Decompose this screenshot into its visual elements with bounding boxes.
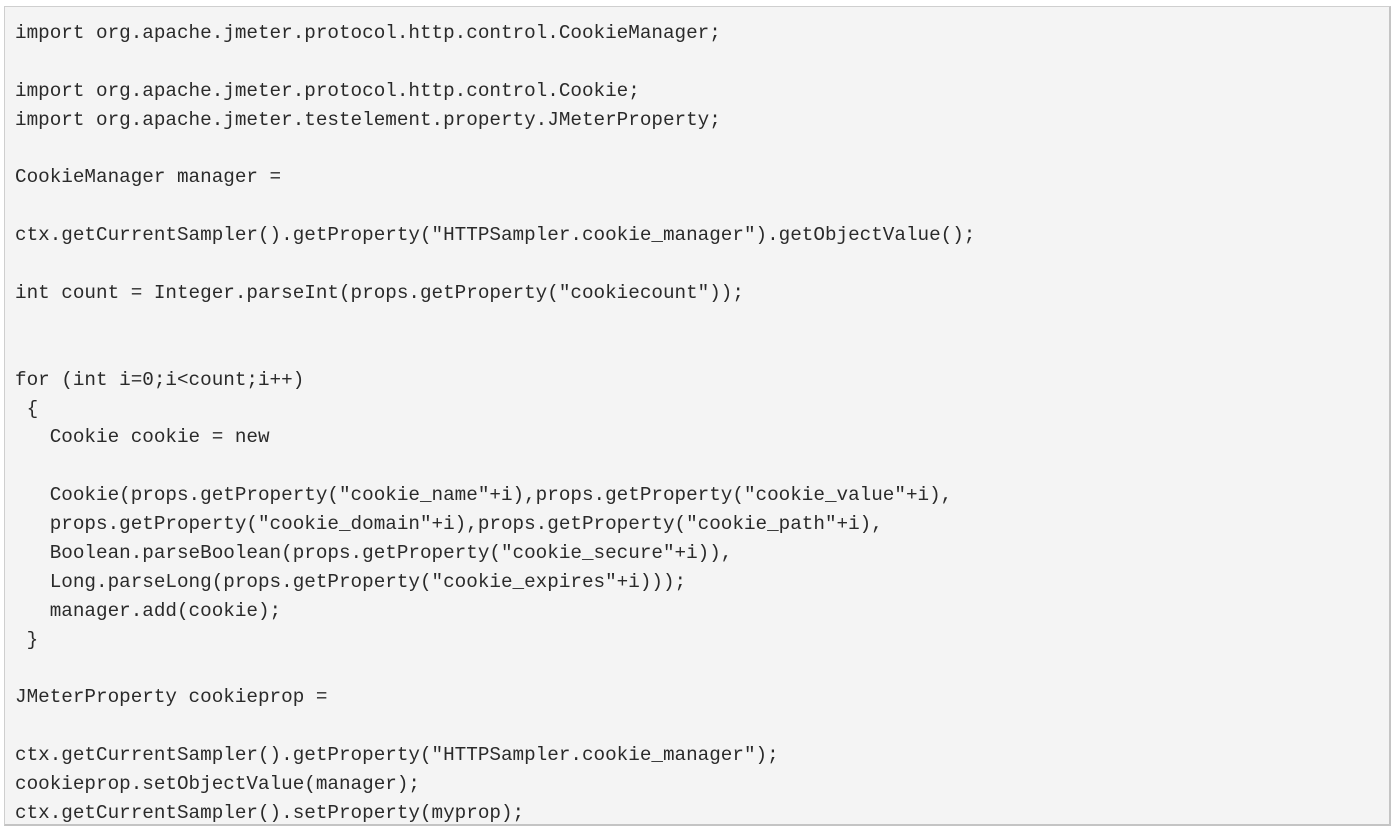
code-line bbox=[15, 250, 975, 279]
code-content: import org.apache.jmeter.protocol.http.c… bbox=[15, 19, 975, 828]
code-line: import org.apache.jmeter.protocol.http.c… bbox=[15, 79, 640, 102]
code-line: for (int i=0;i<count;i++) bbox=[15, 368, 305, 391]
code-line: Cookie cookie = new bbox=[15, 426, 270, 449]
code-line: CookieManager manager = bbox=[15, 166, 282, 189]
code-line: import org.apache.jmeter.protocol.http.c… bbox=[15, 22, 721, 44]
code-line: ctx.getCurrentSampler().setProperty(mypr… bbox=[15, 802, 525, 825]
code-line bbox=[15, 452, 975, 481]
code-line bbox=[15, 655, 975, 684]
code-line: import org.apache.jmeter.testelement.pro… bbox=[15, 108, 721, 131]
code-line: Boolean.parseBoolean(props.getProperty("… bbox=[15, 542, 733, 565]
code-line: JMeterProperty cookieprop = bbox=[15, 686, 328, 709]
code-line bbox=[15, 712, 975, 741]
code-line: cookieprop.setObjectValue(manager); bbox=[15, 773, 420, 796]
code-line bbox=[15, 48, 975, 77]
code-line: Long.parseLong(props.getProperty("cookie… bbox=[15, 570, 687, 593]
code-line: ctx.getCurrentSampler().getProperty("HTT… bbox=[15, 224, 976, 247]
code-block: import org.apache.jmeter.protocol.http.c… bbox=[4, 6, 1391, 826]
code-line: { bbox=[15, 397, 39, 420]
code-line: manager.add(cookie); bbox=[15, 599, 282, 622]
code-line: int count = Integer.parseInt(props.getPr… bbox=[15, 282, 744, 305]
code-line bbox=[15, 135, 975, 164]
code-line: Cookie(props.getProperty("cookie_name"+i… bbox=[15, 484, 953, 507]
code-line bbox=[15, 308, 975, 337]
code-line: props.getProperty("cookie_domain"+i),pro… bbox=[15, 513, 883, 536]
code-line bbox=[15, 192, 975, 221]
code-line: } bbox=[15, 628, 39, 651]
code-line: ctx.getCurrentSampler().getProperty("HTT… bbox=[15, 744, 779, 767]
code-line bbox=[15, 337, 975, 366]
